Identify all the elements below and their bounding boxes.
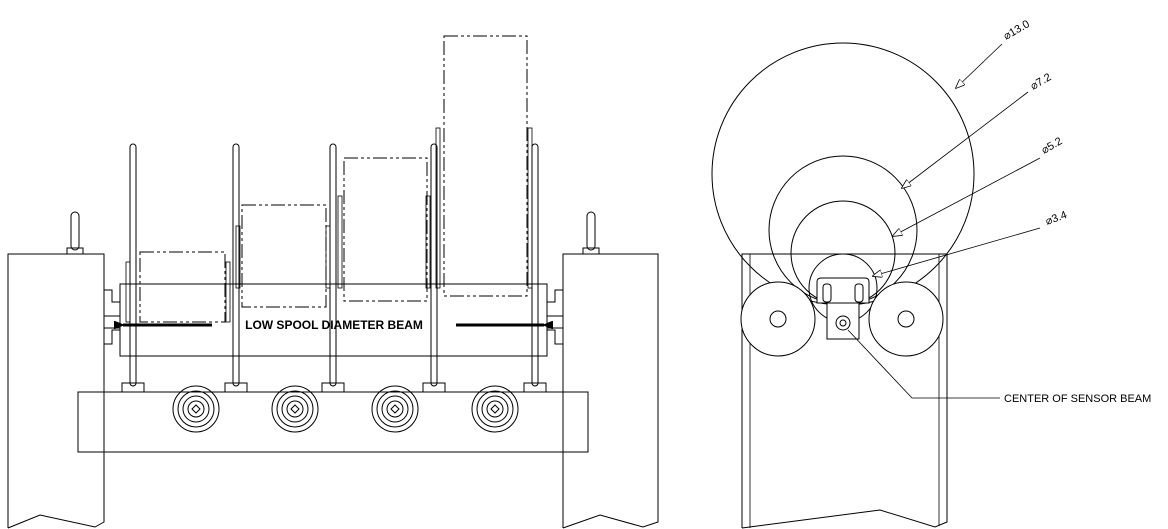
left-top-knob bbox=[66, 211, 84, 255]
left-frame-panel bbox=[7, 253, 105, 529]
dim-5-2-label: ⌀5.2 bbox=[1040, 135, 1065, 156]
roller-right bbox=[868, 281, 944, 357]
dim-3-4-label: ⌀3.4 bbox=[1044, 209, 1069, 228]
thumb-screws bbox=[172, 385, 519, 433]
spool-outlines bbox=[139, 35, 528, 323]
beam-brackets bbox=[103, 289, 564, 345]
dimension-leaders bbox=[847, 43, 1041, 399]
side-frame bbox=[741, 253, 948, 529]
sensor-callout-label: CENTER OF SENSOR BEAM bbox=[1004, 393, 1151, 405]
right-frame-panel bbox=[562, 253, 659, 529]
spool-guides bbox=[125, 127, 533, 323]
roller-left bbox=[740, 281, 816, 357]
dim-13-label: ⌀13.0 bbox=[1002, 18, 1032, 42]
sensor-bracket bbox=[816, 277, 870, 340]
rod-feet bbox=[121, 382, 547, 393]
beam-label: LOW SPOOL DIAMETER BEAM bbox=[245, 318, 423, 332]
side-view: ⌀13.0 ⌀7.2 ⌀5.2 ⌀3.4 CENTER OF SENSOR BE… bbox=[711, 18, 1151, 529]
spindle-rods bbox=[129, 143, 539, 387]
front-view: LOW SPOOL DIAMETER BEAM bbox=[7, 35, 659, 529]
dim-7-2-label: ⌀7.2 bbox=[1029, 71, 1054, 92]
right-top-knob bbox=[582, 211, 600, 255]
